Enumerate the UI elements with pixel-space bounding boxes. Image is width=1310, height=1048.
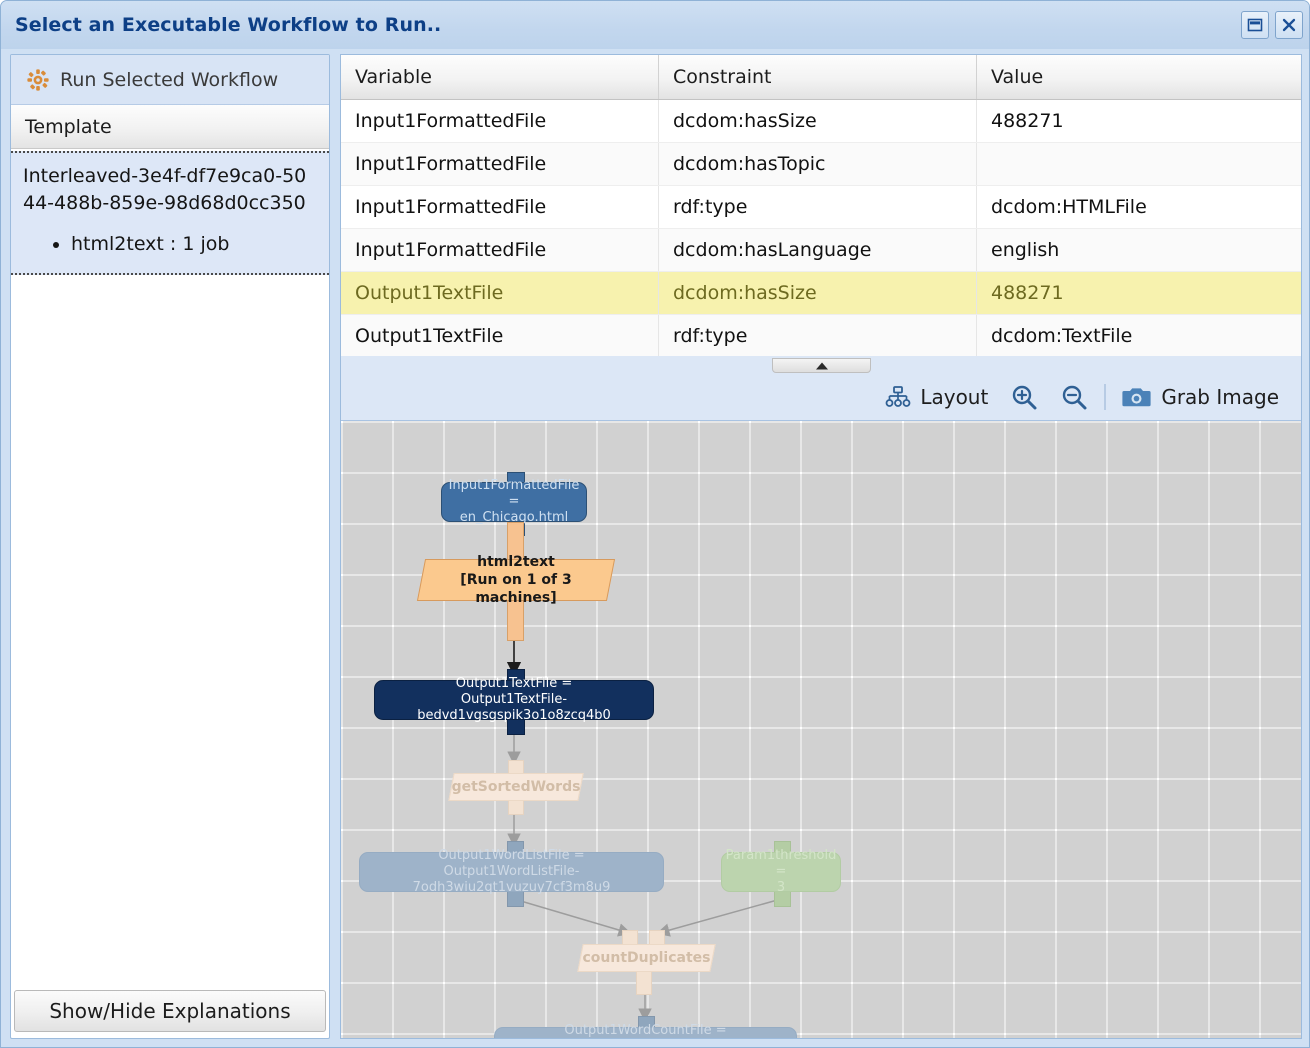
cell-value: 488271 bbox=[991, 110, 1064, 132]
graph-node-output1wordcountfile[interactable]: Output1WordCountFile = Output1WordCountF… bbox=[494, 1023, 797, 1038]
table-row[interactable]: Input1FormattedFile dcdom:hasLanguage en… bbox=[341, 229, 1301, 272]
cell-value: english bbox=[991, 239, 1060, 261]
layout-label: Layout bbox=[920, 384, 989, 409]
details-panel: Variable Constraint Value Input1Formatte… bbox=[340, 54, 1302, 1039]
grab-image-button[interactable]: Grab Image bbox=[1122, 385, 1279, 409]
grab-image-label: Grab Image bbox=[1161, 384, 1279, 409]
template-job-list: html2text : 1 job bbox=[23, 231, 317, 257]
workflow-graph-canvas[interactable]: Input1FormattedFile = en_Chicago.html ht… bbox=[341, 421, 1301, 1038]
cell-variable: Input1FormattedFile bbox=[341, 186, 659, 228]
cell-variable: Input1FormattedFile bbox=[341, 143, 659, 185]
process-node-shape bbox=[448, 773, 584, 801]
graph-node-label: Input1FormattedFile = en_Chicago.html bbox=[442, 478, 586, 526]
constraints-table: Variable Constraint Value Input1Formatte… bbox=[341, 55, 1301, 358]
workflow-list-panel: Run Selected Workflow Template Interleav… bbox=[10, 54, 330, 1039]
graph-node-label: Output1WordListFile = Output1WordListFil… bbox=[360, 848, 663, 896]
window-title: Select an Executable Workflow to Run.. bbox=[15, 14, 442, 36]
splitter-collapse-handle[interactable] bbox=[772, 358, 871, 373]
table-row[interactable]: Input1FormattedFile dcdom:hasSize 488271 bbox=[341, 100, 1301, 143]
graph-node-line: Param1threshold = bbox=[725, 848, 837, 879]
graph-node-countduplicates[interactable]: countDuplicates bbox=[577, 944, 716, 972]
cell-constraint: rdf:type bbox=[659, 186, 977, 228]
run-selected-workflow-label: Run Selected Workflow bbox=[60, 68, 279, 91]
hierarchy-icon bbox=[885, 385, 911, 407]
table-row[interactable]: Input1FormattedFile rdf:type dcdom:HTMLF… bbox=[341, 186, 1301, 229]
restore-button[interactable] bbox=[1241, 11, 1269, 39]
cell-variable: Output1TextFile bbox=[341, 315, 659, 357]
template-list-item[interactable]: Interleaved-3e4f-df7e9ca0-5044-488b-859e… bbox=[11, 151, 329, 275]
graph-node-label: Output1TextFile = Output1TextFile-bedvd1… bbox=[375, 676, 653, 724]
close-button[interactable] bbox=[1275, 11, 1303, 39]
graph-node-output1textfile[interactable]: Output1TextFile = Output1TextFile-bedvd1… bbox=[374, 676, 654, 723]
cell-value bbox=[977, 143, 1301, 185]
graph-node-html2text[interactable]: html2text [Run on 1 of 3 machines] bbox=[416, 554, 616, 606]
toolbar-separator bbox=[1104, 383, 1107, 410]
cell-constraint: rdf:type bbox=[659, 315, 977, 357]
template-column-header[interactable]: Template bbox=[11, 105, 329, 149]
cell-variable: Input1FormattedFile bbox=[341, 100, 659, 142]
layout-button[interactable]: Layout bbox=[885, 385, 988, 409]
cell-constraint: dcdom:hasSize bbox=[659, 100, 977, 142]
template-id: Interleaved-3e4f-df7e9ca0-5044-488b-859e… bbox=[23, 165, 307, 214]
table-row-selected[interactable]: Output1TextFile dcdom:hasSize 488271 bbox=[341, 272, 1301, 315]
cell-variable: Input1FormattedFile bbox=[341, 229, 659, 271]
cell-constraint: dcdom:hasSize bbox=[659, 272, 977, 314]
show-hide-explanations-label: Show/Hide Explanations bbox=[49, 999, 291, 1023]
template-column-header-label: Template bbox=[25, 115, 112, 138]
table-row[interactable]: Input1FormattedFile dcdom:hasTopic bbox=[341, 143, 1301, 186]
graph-node-input1formattedfile[interactable]: Input1FormattedFile = en_Chicago.html bbox=[441, 478, 587, 525]
cell-value: dcdom:TextFile bbox=[991, 325, 1133, 347]
cell-constraint: dcdom:hasTopic bbox=[659, 143, 977, 185]
table-header-row: Variable Constraint Value bbox=[341, 55, 1301, 100]
template-job-item: html2text : 1 job bbox=[71, 231, 317, 257]
zoom-out-icon bbox=[1063, 385, 1087, 409]
graph-node-getsortedwords[interactable]: getSortedWords bbox=[448, 773, 584, 801]
process-node-shape bbox=[577, 944, 716, 972]
graph-toolbar: Layout bbox=[341, 373, 1301, 421]
graph-node-line: Output1WordListFile-7odh3wiu2qt1vuzuy7cf… bbox=[412, 864, 611, 895]
camera-icon bbox=[1122, 387, 1151, 406]
graph-node-line: Output1TextFile-bedvd1vgsgspik3o1o8zcq4b… bbox=[417, 692, 611, 723]
zoom-in-button[interactable] bbox=[1010, 383, 1038, 411]
cell-variable: Output1TextFile bbox=[341, 272, 659, 314]
graph-node-label: Param1threshold = 3 bbox=[722, 848, 840, 896]
close-icon bbox=[1282, 18, 1296, 32]
graph-node-output1wordlistfile[interactable]: Output1WordListFile = Output1WordListFil… bbox=[359, 848, 664, 895]
gear-icon bbox=[27, 68, 49, 91]
process-node-shape bbox=[416, 559, 616, 601]
window-controls bbox=[1241, 11, 1303, 39]
graph-node-line: Input1FormattedFile = bbox=[448, 478, 580, 509]
column-header-variable[interactable]: Variable bbox=[341, 55, 659, 99]
show-hide-explanations-button[interactable]: Show/Hide Explanations bbox=[14, 990, 326, 1032]
cell-value: 488271 bbox=[991, 282, 1064, 304]
table-row[interactable]: Output1TextFile rdf:type dcdom:TextFile bbox=[341, 315, 1301, 358]
graph-node-param1threshold[interactable]: Param1threshold = 3 bbox=[721, 848, 841, 895]
cell-constraint: dcdom:hasLanguage bbox=[659, 229, 977, 271]
column-header-value[interactable]: Value bbox=[991, 66, 1044, 88]
zoom-in-icon bbox=[1013, 385, 1037, 409]
panel-splitter[interactable] bbox=[341, 356, 1301, 373]
title-bar: Select an Executable Workflow to Run.. bbox=[1, 1, 1309, 49]
caret-up-icon bbox=[815, 362, 828, 369]
restore-icon bbox=[1247, 18, 1263, 32]
cell-value: dcdom:HTMLFile bbox=[991, 196, 1147, 218]
run-selected-workflow-button[interactable]: Run Selected Workflow bbox=[11, 55, 329, 105]
zoom-out-button[interactable] bbox=[1060, 383, 1088, 411]
node-port-html2text-bottom bbox=[507, 597, 524, 641]
column-header-constraint[interactable]: Constraint bbox=[659, 55, 977, 99]
